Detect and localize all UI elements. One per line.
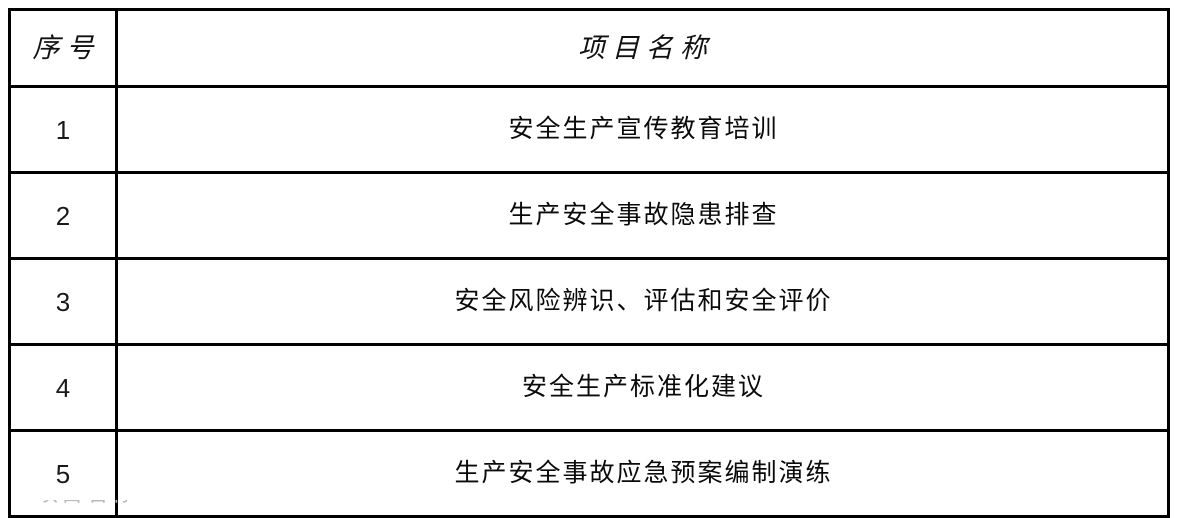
cell-index: 2 (8, 171, 118, 260)
row-index-value: 3 (55, 286, 71, 317)
row-index-value: 5 (55, 458, 71, 489)
table-row: 2 生产安全事故隐患排查 (8, 171, 1170, 260)
cell-index: 3 (8, 257, 118, 346)
row-index-value: 4 (55, 372, 71, 403)
header-cell-index: 序号 (8, 8, 118, 88)
table-row: 1 安全生产宣传教育培训 (8, 85, 1170, 174)
clipped-text-fragment: 项目名称 (36, 500, 136, 505)
row-name-value: 安全生产标准化建议 (521, 374, 765, 401)
document-page: 序号 项目名称 1 安全生产宣传教育培训 2 生产安全事故隐 (8, 8, 1170, 518)
header-label-name: 项目名称 (578, 32, 714, 63)
cell-name: 生产安全事故隐患排查 (115, 171, 1170, 260)
table-row: 4 安全生产标准化建议 (8, 343, 1170, 432)
cell-index: 5 (8, 429, 118, 518)
header-label-index: 序号 (32, 32, 101, 63)
table-header-row: 序号 项目名称 (8, 8, 1170, 88)
row-name-value: 安全风险辨识、评估和安全评价 (454, 288, 833, 315)
cell-name: 安全生产标准化建议 (115, 343, 1170, 432)
row-index-value: 1 (55, 114, 71, 145)
clipped-text-strip: 项目名称 (8, 500, 1170, 506)
row-name-value: 安全生产宣传教育培训 (508, 116, 779, 143)
row-name-value: 生产安全事故应急预案编制演练 (454, 460, 833, 487)
table-row: 3 安全风险辨识、评估和安全评价 (8, 257, 1170, 346)
header-cell-name: 项目名称 (115, 8, 1170, 88)
cell-index: 4 (8, 343, 118, 432)
cell-index: 1 (8, 85, 118, 174)
row-name-value: 生产安全事故隐患排查 (508, 202, 779, 229)
project-list-table: 序号 项目名称 1 安全生产宣传教育培训 2 生产安全事故隐 (8, 8, 1170, 518)
cell-name: 安全生产宣传教育培训 (115, 85, 1170, 174)
cell-name: 安全风险辨识、评估和安全评价 (115, 257, 1170, 346)
row-index-value: 2 (55, 200, 71, 231)
